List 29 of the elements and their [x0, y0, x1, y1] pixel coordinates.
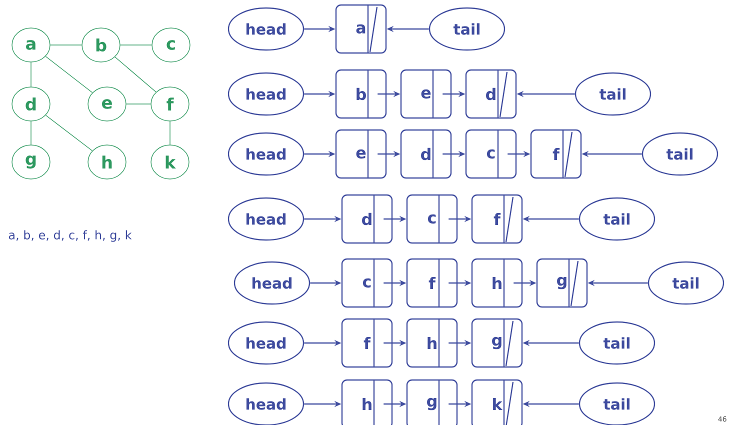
list-cell: d: [341, 194, 393, 244]
list-cell: c: [406, 194, 458, 244]
list-cell: d: [465, 69, 517, 119]
list-cell: h: [406, 318, 458, 368]
list-cell: g: [536, 258, 588, 308]
list-cell: g: [471, 318, 523, 368]
graph-edge: [120, 44, 152, 46]
list-cell: d: [400, 129, 452, 179]
graph-edge: [45, 114, 93, 152]
list-cell: f: [341, 318, 393, 368]
list-cell: f: [406, 258, 458, 308]
graph-edge: [30, 121, 32, 145]
graph-edge: [50, 44, 82, 46]
graph-edge: [114, 56, 156, 92]
list-cell: g: [406, 379, 458, 425]
graph-edge: [30, 62, 32, 87]
list-cell: h: [471, 258, 523, 308]
list-cell: b: [335, 69, 387, 119]
graph-edge: [45, 56, 93, 93]
traversal-order: a, b, e, d, c, f, h, g, k: [8, 230, 132, 242]
list-cell: c: [341, 258, 393, 308]
list-cell: k: [471, 379, 523, 425]
list-cell: f: [471, 194, 523, 244]
list-cell: h: [341, 379, 393, 425]
list-cell: e: [335, 129, 387, 179]
list-cell: e: [400, 69, 452, 119]
list-cell: c: [465, 129, 517, 179]
list-cell: a: [335, 4, 387, 54]
list-cell: f: [530, 129, 582, 179]
